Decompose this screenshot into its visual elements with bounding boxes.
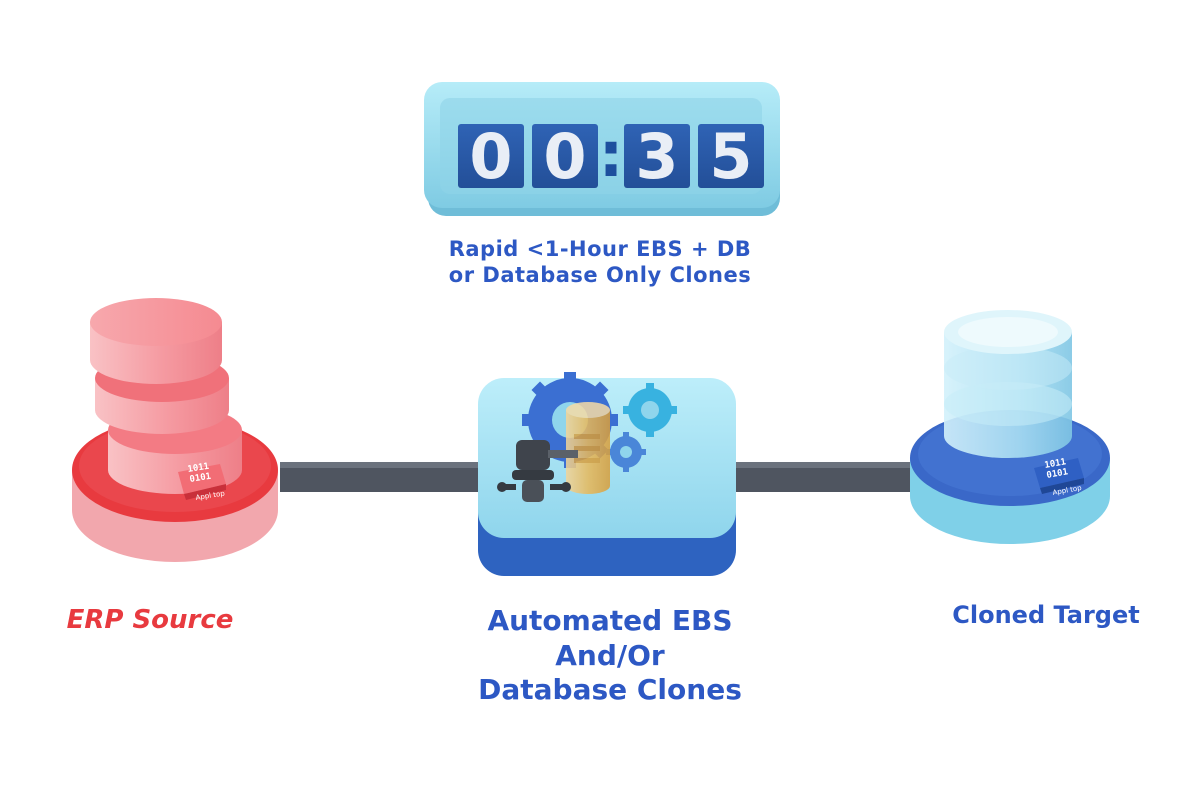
countdown-timer: 0 0 : 3 5: [424, 82, 780, 216]
cloned-target-database: 1011 0101 Appl top: [910, 310, 1110, 544]
clone-caption-line-2: And/Or: [410, 639, 810, 674]
erp-source-database: 1011 0101 Appl top: [72, 298, 278, 562]
timer-digit-4: 5: [709, 120, 752, 193]
database-icon: [566, 402, 610, 494]
timer-separator: :: [599, 118, 624, 191]
timer-caption: Rapid <1-Hour EBS + DB or Database Only …: [330, 236, 870, 289]
clone-caption-line-1: Automated EBS: [410, 604, 810, 639]
target-caption: Cloned Target: [896, 600, 1196, 630]
timer-caption-line-1: Rapid <1-Hour EBS + DB: [330, 236, 870, 262]
timer-caption-line-2: or Database Only Clones: [330, 262, 870, 288]
clone-automation-engine: [478, 372, 736, 576]
timer-digit-3: 3: [635, 120, 678, 193]
source-caption: ERP Source: [20, 604, 280, 637]
clone-engine-caption: Automated EBS And/Or Database Clones: [410, 604, 810, 708]
clone-caption-line-3: Database Clones: [410, 673, 810, 708]
timer-digit-1: 0: [469, 120, 512, 193]
timer-digit-2: 0: [543, 120, 586, 193]
